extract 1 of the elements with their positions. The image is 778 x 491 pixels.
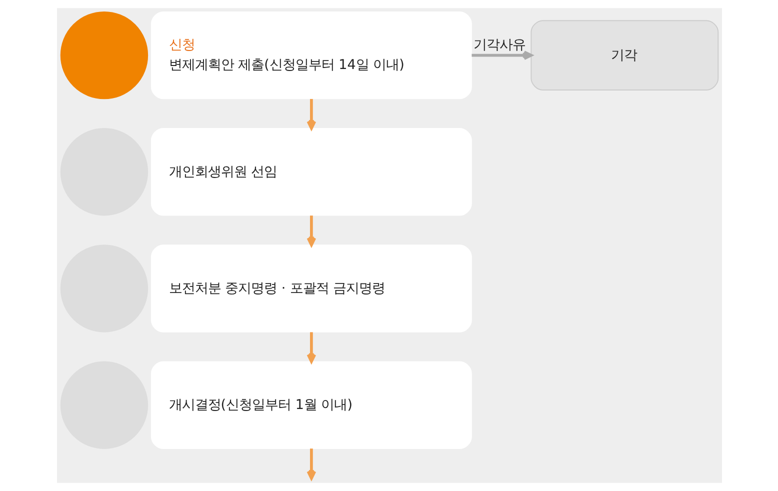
edge-label: 기각사유 <box>472 36 525 53</box>
